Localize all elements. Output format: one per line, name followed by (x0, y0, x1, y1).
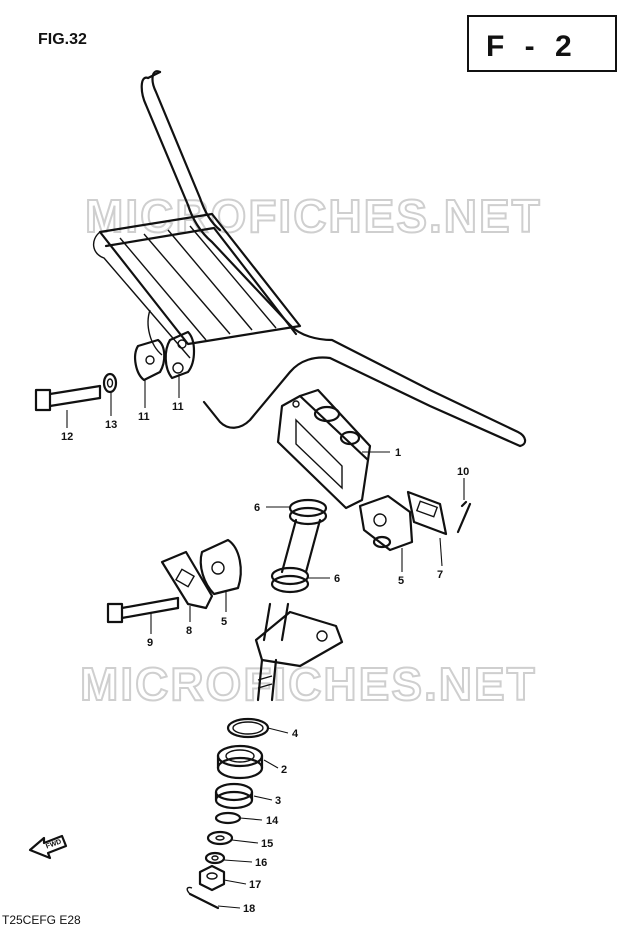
part-3-bearing-race (214, 782, 254, 810)
part-16-washer (204, 851, 226, 865)
callout-5-right: 5 (398, 575, 404, 587)
part-6-collar-upper (288, 498, 328, 526)
part-10-cotter-pin (456, 500, 472, 534)
forward-arrow-icon: FWD (28, 834, 68, 860)
callout-2: 2 (281, 764, 287, 776)
part-4-seal (226, 717, 270, 739)
part-11-clamp-lower (134, 338, 166, 382)
part-18-cotter-pin (186, 886, 220, 910)
callout-6-lower: 6 (334, 573, 340, 585)
part-5-clamp-right (358, 494, 414, 552)
part-17-nut (198, 864, 226, 892)
callout-11-left: 11 (138, 411, 150, 423)
part-13-washer (102, 372, 118, 394)
part-14-o-ring (214, 811, 242, 825)
callout-11-right: 11 (172, 401, 184, 413)
callout-13: 13 (105, 419, 117, 431)
callout-5-left: 5 (221, 616, 227, 628)
callout-10: 10 (457, 466, 469, 478)
steering-shaft (280, 518, 322, 574)
section-box (467, 15, 617, 72)
callout-9: 9 (147, 637, 153, 649)
part-11-clamp-upper (164, 330, 196, 380)
callout-16: 16 (255, 857, 267, 869)
part-15-washer (206, 830, 234, 846)
part-12-bolt (34, 384, 102, 412)
callout-15: 15 (261, 838, 273, 850)
watermark-bottom: MICROFICHES.NET (80, 658, 537, 710)
callout-12: 12 (61, 431, 73, 443)
section-code: F - 2 (486, 30, 578, 63)
part-7-plate (406, 490, 448, 536)
callout-4: 4 (292, 728, 299, 740)
part-5-clamp-left (199, 538, 242, 596)
callout-8: 8 (186, 625, 192, 637)
model-code: T25CEFG E28 (2, 913, 81, 927)
part-9-bolt (106, 596, 180, 624)
callout-14: 14 (266, 815, 279, 827)
leader-lines (66, 374, 465, 909)
steering-spindle (254, 602, 344, 702)
callout-7: 7 (437, 569, 443, 581)
handlebar (93, 70, 527, 448)
callout-1: 1 (395, 447, 401, 459)
watermark-top: MICROFICHES.NET (85, 190, 542, 242)
part-2-bearing (216, 744, 264, 780)
part-1-steering-bracket (276, 388, 372, 510)
callout-6-upper: 6 (254, 502, 260, 514)
part-6-collar-lower (270, 566, 310, 594)
callout-18: 18 (243, 903, 255, 915)
callout-3: 3 (275, 795, 281, 807)
figure-label: FIG.32 (38, 31, 87, 48)
part-8-plate (160, 550, 214, 610)
callout-17: 17 (249, 879, 261, 891)
